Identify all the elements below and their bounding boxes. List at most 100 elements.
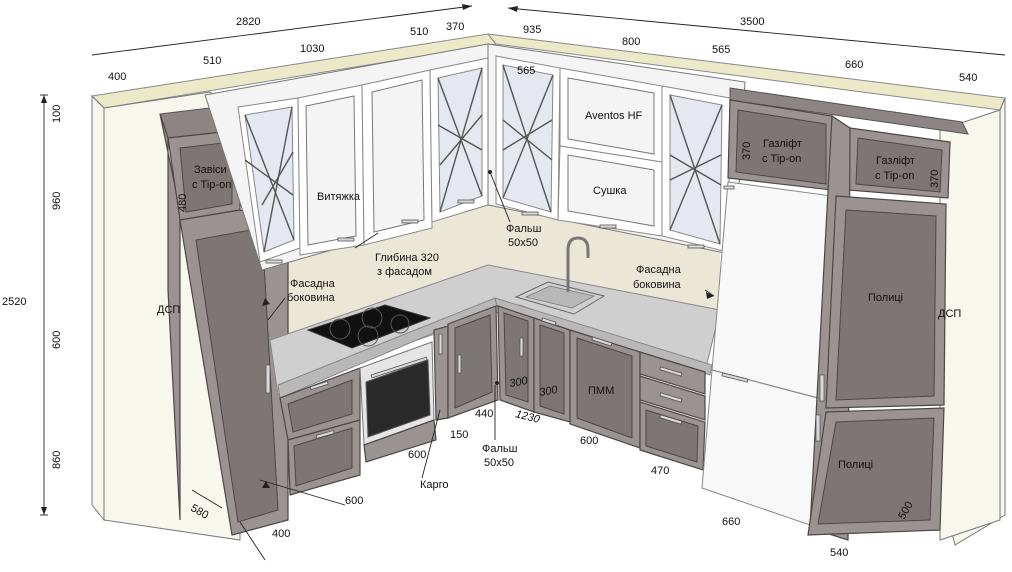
label-hazlift-left-1: Газліфт xyxy=(763,138,802,150)
left-column-lower-panel xyxy=(195,227,279,523)
dim-440: 440 xyxy=(475,408,493,420)
dim-h-370-right: 370 xyxy=(929,170,941,188)
label-hlybyna-2: з фасадом xyxy=(377,266,432,278)
dim-v-860: 860 xyxy=(51,451,63,469)
lower-right-cabinets xyxy=(497,305,706,471)
lower-left-cabinets xyxy=(279,305,499,496)
dishwasher-handle[interactable] xyxy=(591,336,613,347)
label-falsh-top-2: 50x50 xyxy=(508,237,538,249)
fridge-handle-top[interactable] xyxy=(723,185,735,190)
upper-handle-2[interactable] xyxy=(337,237,355,242)
label-fasadna-right-1: Фасадна xyxy=(636,264,682,276)
upper-handle-7[interactable] xyxy=(687,244,705,249)
drawer-handle-bottom[interactable] xyxy=(659,414,683,425)
right-upper-cabinets xyxy=(487,43,746,256)
dim-v-100: 100 xyxy=(51,105,63,123)
countertop-edge-right xyxy=(494,297,713,376)
dim-1230: 1230 xyxy=(514,408,542,426)
right-column-handle-bottom[interactable] xyxy=(815,414,821,442)
lower-handle-1[interactable] xyxy=(309,380,329,391)
dim-door-565: 565 xyxy=(517,65,535,77)
upper-handle-1[interactable] xyxy=(265,259,283,264)
dim-right-565: 565 xyxy=(712,44,730,56)
upper-handle-4[interactable] xyxy=(457,199,475,204)
dim-left-510: 510 xyxy=(203,55,221,67)
lower-handle-2[interactable] xyxy=(315,430,335,439)
dim-600-pmm: 600 xyxy=(580,435,598,447)
right-tall-top xyxy=(729,87,969,135)
dim-right-800: 800 xyxy=(622,36,640,48)
feature-labels: Завіси с Tip-on Витяжка Глибина 320 з фа… xyxy=(157,110,961,491)
dim-right-540: 540 xyxy=(959,72,977,84)
dim-600-karho: 600 xyxy=(408,449,426,461)
dim-v-600: 600 xyxy=(51,331,63,349)
label-falsh-top-1: Фальш xyxy=(506,223,542,235)
dim-right-660: 660 xyxy=(845,59,863,71)
lower-handle-a[interactable] xyxy=(519,337,524,357)
aventos-panel xyxy=(567,77,655,155)
dim-left-370: 370 xyxy=(446,21,464,33)
lower-handle-b[interactable] xyxy=(541,317,557,326)
dim-h-480: 480 xyxy=(177,194,189,212)
dim-300-b: 300 xyxy=(538,384,559,399)
dim-left-510b: 510 xyxy=(410,26,428,38)
label-pmm: ПММ xyxy=(588,385,614,397)
dim-150: 150 xyxy=(450,429,468,441)
oven-handle[interactable] xyxy=(370,356,428,379)
left-wall xyxy=(91,94,105,522)
drawer-handle-mid[interactable] xyxy=(659,392,683,403)
oven-door xyxy=(365,359,431,438)
dim-600-bottom: 600 xyxy=(345,495,363,507)
right-column-handle-top[interactable] xyxy=(819,374,825,402)
dim-h-370-left: 370 xyxy=(741,142,753,160)
dim-660-bottom: 660 xyxy=(722,516,740,528)
label-hazlift-left-2: с Tip-on xyxy=(762,153,801,165)
dim-400-bottom: 400 xyxy=(272,528,290,540)
left-column-upper-panel xyxy=(179,141,233,213)
upper-hood-panel-a xyxy=(305,95,357,246)
label-vytyazhka: Витяжка xyxy=(317,191,361,203)
label-zavisy-2: с Tip-on xyxy=(192,179,231,191)
faucet xyxy=(566,236,590,292)
backsplash-right xyxy=(488,205,720,310)
dim-left-1030: 1030 xyxy=(300,43,324,55)
dim-right-935: 935 xyxy=(523,24,541,36)
upper-handle-6[interactable] xyxy=(599,224,617,229)
arrowheads xyxy=(41,4,714,515)
dim-300-a: 300 xyxy=(508,375,529,390)
dim-left-400: 400 xyxy=(108,71,126,83)
drawer-handle-top[interactable] xyxy=(659,366,683,377)
label-hazlift-right-1: Газліфт xyxy=(876,155,915,167)
dim-540-bottom: 540 xyxy=(830,547,848,559)
corner-handle-left[interactable] xyxy=(457,354,462,374)
fridge-handle-bottom[interactable] xyxy=(721,372,749,383)
label-polytsi-top: Полиці xyxy=(868,292,903,304)
left-column-handle[interactable] xyxy=(265,364,271,394)
right-tall-cabinets xyxy=(701,87,969,541)
label-fasadna-right-2: боковина xyxy=(633,279,682,291)
left-upper-cabinets xyxy=(204,43,489,271)
upper-handle-3[interactable] xyxy=(401,219,419,224)
oven-base-drawer[interactable] xyxy=(363,419,437,463)
cargo-handle[interactable] xyxy=(438,333,443,355)
label-aventos: Aventos HF xyxy=(585,110,643,122)
label-fasadna-left-1: Фасадна xyxy=(290,278,336,290)
label-hazlift-right-2: с Tip-on xyxy=(875,170,914,182)
upper-handle-5[interactable] xyxy=(521,211,539,216)
label-fasadna-left-2: боковина xyxy=(287,292,336,304)
label-sushka: Сушка xyxy=(593,185,627,197)
label-dsp-right: ДСП xyxy=(938,308,961,320)
label-falsh-bottom-2: 50x50 xyxy=(484,457,514,469)
label-zavisy-1: Завіси xyxy=(194,164,227,176)
label-hlybyna-1: Глибина 320 xyxy=(375,252,439,264)
dim-height-total: 2520 xyxy=(2,296,26,308)
label-dsp-left: ДСП xyxy=(157,304,180,316)
dim-v-960: 960 xyxy=(51,192,63,210)
label-karho: Карго xyxy=(420,479,449,491)
dim-top-right-total: 3500 xyxy=(740,16,764,28)
upper-hood-panel-b xyxy=(371,79,425,233)
dimension-lines xyxy=(40,5,1006,561)
dim-top-left-total: 2820 xyxy=(236,16,260,28)
